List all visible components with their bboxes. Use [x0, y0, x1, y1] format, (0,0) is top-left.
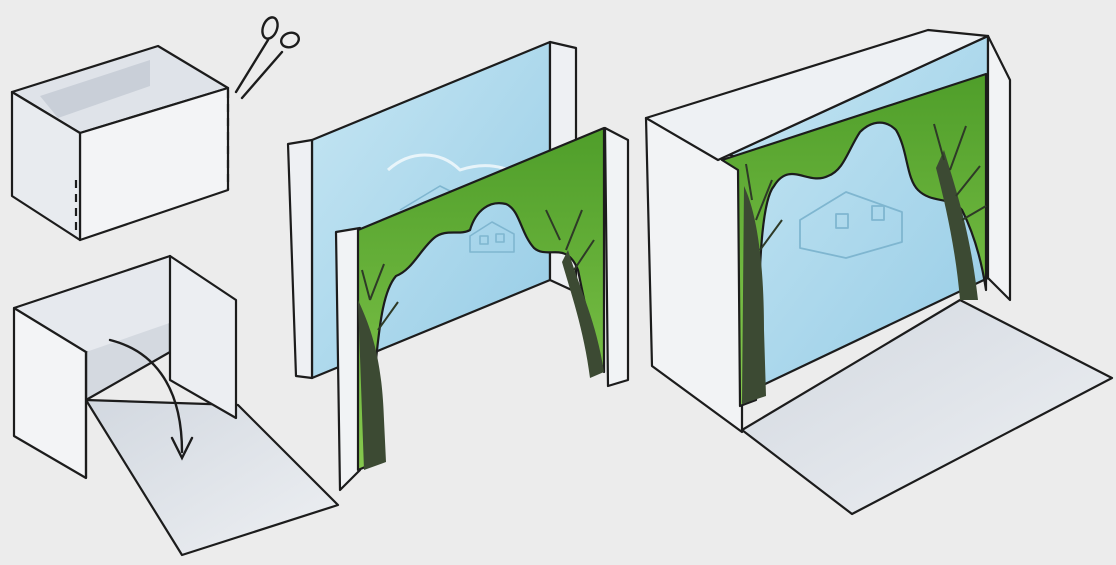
step-assembled-stage [646, 30, 1112, 514]
open-box-right-wall [170, 256, 236, 418]
step-cut-box [12, 46, 228, 240]
stage-left-wall [646, 118, 742, 432]
open-box-floor [86, 400, 338, 555]
scissors-icon [236, 15, 301, 98]
step-stand-panels [288, 42, 628, 490]
